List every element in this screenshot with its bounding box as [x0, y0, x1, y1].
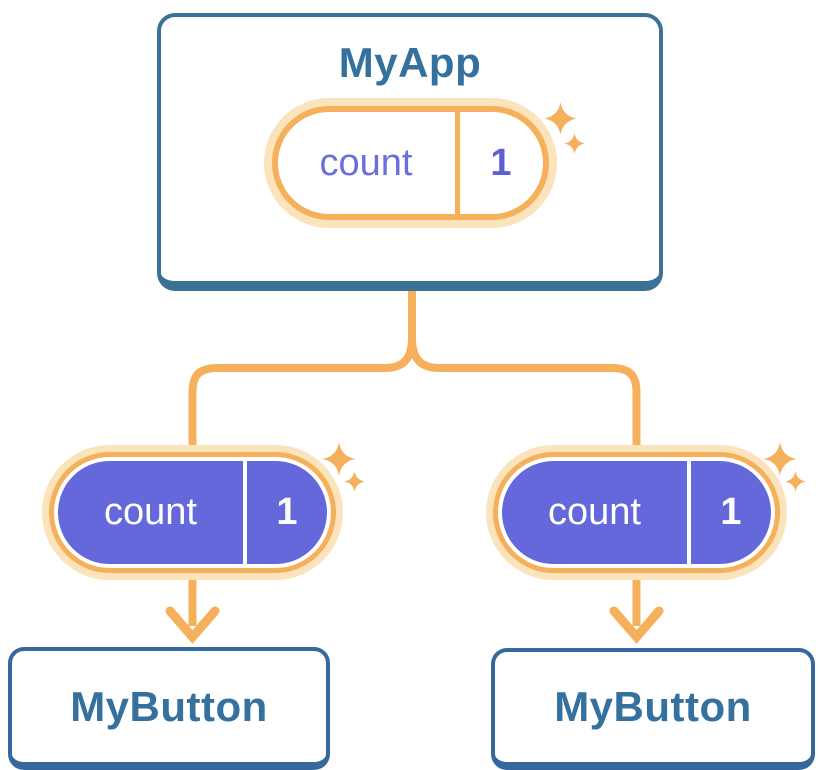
state-value-label: 1: [720, 491, 742, 533]
pill-divider: [454, 112, 460, 214]
sparkle-icon: [564, 133, 585, 154]
state-pill-ring: count 1: [49, 452, 336, 573]
component-title: MyButton: [70, 682, 268, 730]
state-pill-right-child: count 1: [486, 445, 787, 580]
state-pill-left-child: count 1: [42, 445, 343, 580]
sparkle-icon: [785, 471, 806, 492]
arrow-down-right-head: [609, 606, 664, 644]
component-node-mybutton-left: MyButton: [8, 647, 330, 770]
arrow-down-left-head: [165, 606, 220, 644]
state-name-label: count: [319, 141, 413, 184]
state-pill-root: count 1: [263, 98, 557, 228]
sparkle-icon: [544, 102, 577, 135]
state-name-label: count: [548, 491, 641, 533]
component-title: MyButton: [554, 683, 752, 730]
component-node-mybutton-right: MyButton: [491, 648, 815, 770]
state-name-label: count: [104, 491, 197, 533]
state-value-label: 1: [276, 491, 298, 533]
sparkle-icon: [322, 442, 356, 476]
component-title: MyApp: [338, 39, 482, 86]
sparkle-icon: [344, 471, 365, 492]
state-pill-fill: count 1: [502, 461, 771, 564]
pill-divider: [243, 461, 247, 564]
sparkle-icon: [763, 442, 797, 476]
state-pill-ring: count 1: [493, 452, 780, 573]
state-value-label: 1: [490, 141, 512, 184]
tree-connector-left-branch: [188, 337, 416, 452]
pill-divider: [687, 461, 691, 564]
tree-connector-right-branch: [408, 337, 641, 452]
state-pill-ring: count 1: [271, 106, 549, 220]
component-node-myapp: MyApp count 1: [157, 13, 663, 291]
state-pill-fill: count 1: [58, 461, 327, 564]
